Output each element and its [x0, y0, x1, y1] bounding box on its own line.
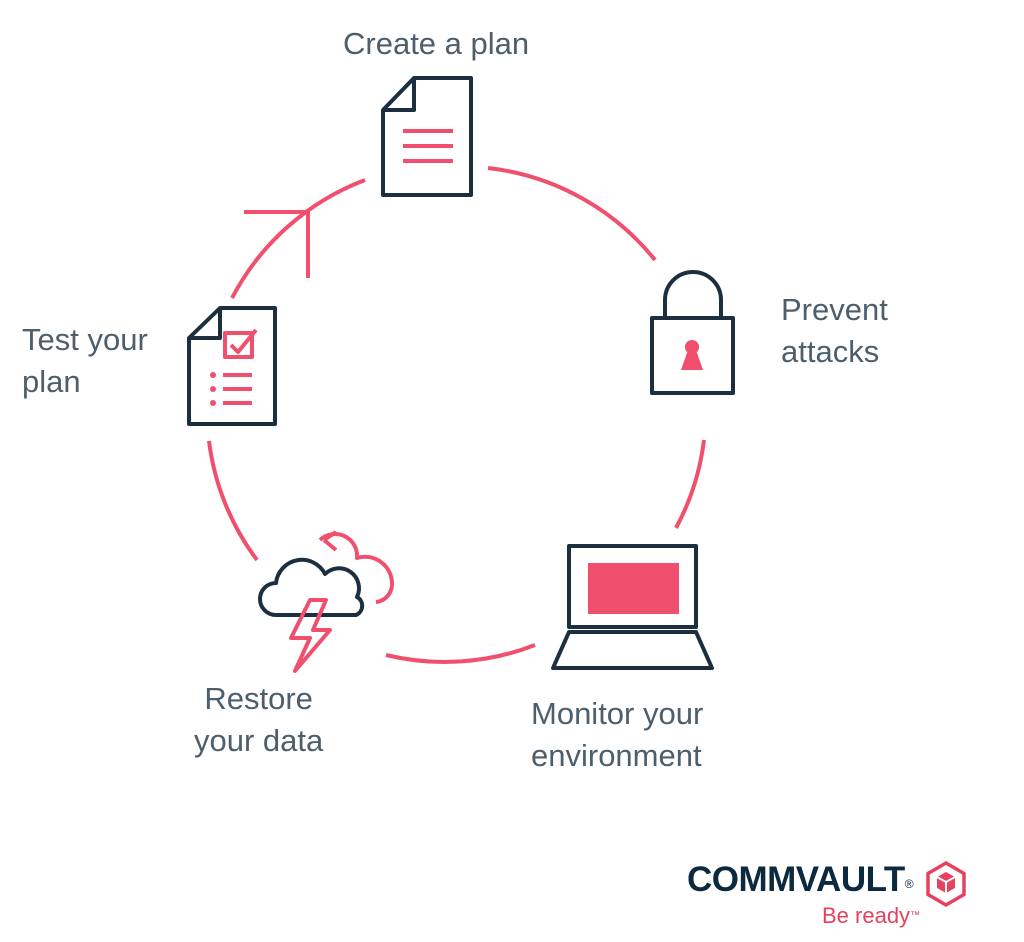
step-label-prevent-line1: Prevent	[781, 292, 888, 327]
step-label-test-line1: Test your	[22, 322, 148, 357]
step-label-restore-line1: Restore	[204, 681, 313, 716]
storm-cloud-icon	[258, 530, 395, 673]
arc-restore-to-test	[207, 440, 259, 562]
brand-logo: COMMVAULT® Be ready™	[687, 858, 987, 938]
step-label-test: Test your plan	[22, 319, 148, 403]
step-label-create-line1: Create a plan	[343, 26, 530, 61]
step-label-create: Create a plan	[343, 23, 529, 65]
step-label-monitor-line1: Monitor your	[531, 696, 704, 731]
step-label-restore: Restore your data	[194, 678, 323, 762]
arc-prevent-to-monitor	[674, 439, 706, 529]
step-label-test-line2: plan	[22, 364, 81, 399]
arc-monitor-to-restore	[385, 643, 536, 664]
checklist-icon	[187, 306, 277, 426]
step-label-restore-line2: your data	[194, 723, 324, 758]
laptop-icon	[551, 544, 714, 670]
step-label-monitor-line2: environment	[531, 738, 702, 773]
brand-tagline: Be ready™	[822, 902, 920, 930]
arc-test-to-create	[230, 178, 366, 299]
brand-trademark: ™	[910, 910, 921, 921]
cycle-ring	[207, 166, 706, 664]
arc-create-to-prevent	[487, 166, 657, 262]
brand-name-text: COMMVAULT	[687, 860, 905, 899]
step-label-prevent: Prevent attacks	[781, 289, 888, 373]
brand-registered-mark: ®	[904, 877, 914, 891]
document-icon	[381, 76, 473, 197]
step-label-monitor: Monitor your environment	[531, 693, 703, 777]
direction-arrow-icon	[244, 210, 310, 278]
brand-wordmark: COMMVAULT®	[687, 858, 914, 902]
brand-cube-icon	[926, 860, 966, 908]
brand-tagline-text: Be ready	[822, 903, 911, 928]
step-label-prevent-line2: attacks	[781, 334, 880, 369]
padlock-icon	[650, 270, 735, 395]
